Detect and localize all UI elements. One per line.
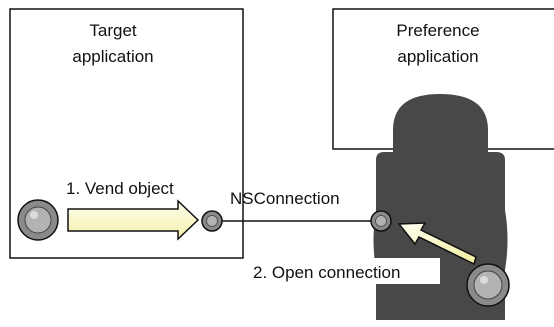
preference-title-line1: Preference [396,21,479,40]
person-head [393,94,488,152]
preference-port-knob [370,210,392,232]
target-port-knob [201,210,223,232]
open-connection-arrow [397,222,477,266]
vend-object-label: 1. Vend object [66,179,174,198]
nsconnection-label: NSConnection [230,189,340,208]
vended-object-knob [17,199,59,241]
open-connection-label: 2. Open connection [253,263,400,282]
open-connection-label-bg [250,258,440,284]
target-title-line1: Target [89,21,137,40]
target-title-line2: application [72,47,153,66]
vend-object-arrow [67,199,200,241]
preference-title-line2: application [397,47,478,66]
proxy-object-knob [466,263,510,307]
